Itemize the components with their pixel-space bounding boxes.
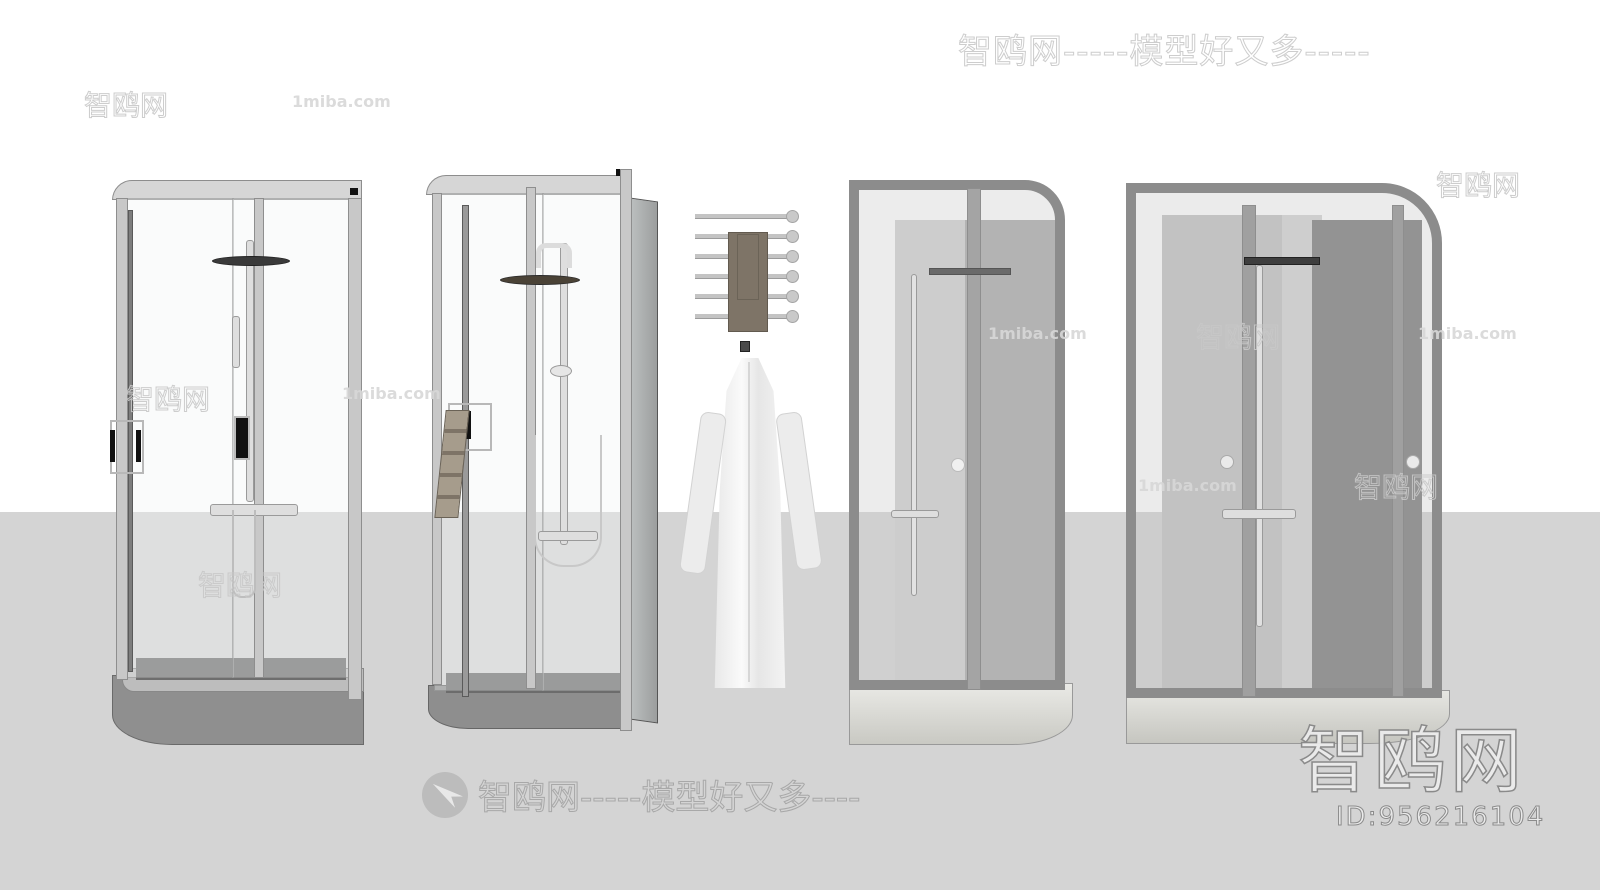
shower-enclosure-1 [108, 180, 368, 750]
watermark-bottom-center: 智鸥网-----模型好又多---- [477, 778, 861, 819]
watermark-upper-right-brand: 智鸥网 [1435, 169, 1521, 203]
towel-fold [737, 234, 759, 300]
left-track [128, 210, 133, 672]
center-post [254, 198, 264, 678]
watermark-logo-large: 智鸥网 [1297, 718, 1527, 804]
handle-grip [136, 430, 141, 462]
outer-frame [1126, 183, 1442, 698]
door-post [1392, 205, 1404, 697]
rail-knob-icon [786, 310, 799, 323]
rain-shower-head-icon [1244, 257, 1320, 265]
shower-tray [849, 683, 1073, 745]
hand-shower [232, 316, 240, 368]
rain-shower-head-icon [500, 275, 580, 285]
bird-logo-icon [422, 772, 468, 818]
hanging-bathrobe [678, 352, 823, 692]
shower-hose [534, 435, 602, 567]
right-post [620, 169, 632, 731]
robe-lapel [748, 362, 750, 682]
watermark-mid-left-brand: 智鸥网 [125, 383, 211, 417]
corner-cap [350, 188, 358, 195]
shower-tray [1126, 690, 1450, 744]
door-knob-icon [1220, 455, 1234, 469]
rail-bar [695, 210, 799, 223]
rain-shower-head-icon [929, 268, 1011, 275]
robe-hook-icon [740, 341, 750, 352]
watermark-mid-left-url: 1miba.com [342, 384, 441, 403]
mixer-bar [538, 531, 598, 541]
outer-frame [849, 180, 1065, 690]
towel-rail [695, 210, 805, 332]
rail-knob-icon [786, 230, 799, 243]
left-post [116, 198, 128, 680]
watermark-low-left-brand: 智鸥网 [197, 569, 283, 603]
mixer-bar [1222, 509, 1296, 519]
door-knob-icon [1406, 455, 1420, 469]
watermark-right-brand: 智鸥网 [1195, 321, 1281, 355]
mixer-bar [891, 510, 939, 518]
shower-riser [246, 240, 254, 502]
watermark-top-left-brand: 智鸥网 [83, 89, 169, 123]
top-header [112, 180, 362, 200]
shower-hose [232, 510, 256, 598]
rail-knob-icon [786, 210, 799, 223]
door-knob-icon [951, 458, 965, 472]
center-post [967, 188, 981, 690]
tray-basin [446, 673, 626, 693]
thermostat-display [234, 416, 250, 460]
watermark-top-left-url: 1miba.com [292, 92, 391, 111]
right-post [348, 198, 362, 700]
tray-basin [136, 658, 346, 680]
handle-grip [466, 411, 471, 439]
rail-knob-icon [786, 270, 799, 283]
shower-cabin-4 [1122, 175, 1452, 750]
shower-enclosure-2 [418, 165, 663, 750]
watermark-right-url: 1miba.com [1418, 324, 1517, 343]
shower-cabin-3 [845, 178, 1075, 750]
watermark-lower-right-url: 1miba.com [1138, 476, 1237, 495]
watermark-lower-right-brand: 智鸥网 [1353, 471, 1439, 505]
watermark-center-url: 1miba.com [988, 324, 1087, 343]
shower-riser [1256, 265, 1263, 627]
watermark-top-right: 智鸥网-----模型好又多----- [958, 32, 1371, 73]
rain-shower-head-icon [212, 256, 290, 266]
handle-grip [110, 430, 115, 462]
folded-towel [728, 232, 768, 332]
left-post [432, 193, 442, 685]
shower-arm [536, 243, 572, 268]
robe-body [714, 358, 786, 688]
watermark-id: ID:956216104 [1335, 802, 1546, 833]
door-post [1242, 205, 1256, 697]
shower-riser [911, 274, 917, 596]
bird-shape [429, 778, 463, 808]
hand-shower-head-icon [550, 365, 572, 377]
rail-knob-icon [786, 250, 799, 263]
rail-knob-icon [786, 290, 799, 303]
